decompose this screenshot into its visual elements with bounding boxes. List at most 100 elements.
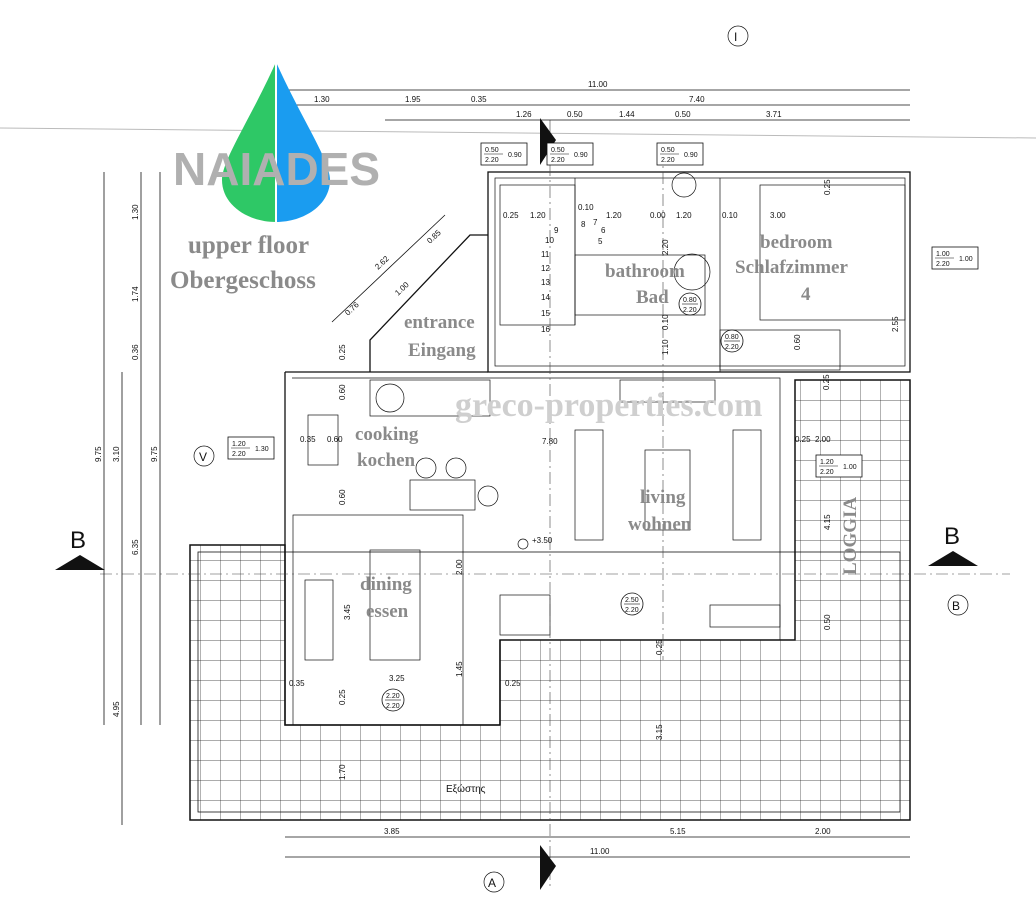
dim-label: 2.00 [815,435,831,444]
window-width: 1.20 [820,459,834,466]
dim-label: 11.00 [590,847,610,856]
window-width: 0.50 [551,147,565,154]
stair-step-number: 8 [581,220,586,229]
dim-label: 0.60 [327,435,343,444]
dim-label: 5.15 [670,827,686,836]
dim-label: 0.00 [650,211,666,220]
dim-label: 1.70 [338,764,347,780]
dim-label: 2.20 [661,239,670,255]
dim-label: 3.00 [770,211,786,220]
room-balcony: Εξώστης [446,783,486,795]
view-marker-right: B [952,599,960,613]
dim-label: 0.60 [338,489,347,505]
section-markers: B B A B Ι V [55,25,978,893]
dim-label: 2.55 [891,316,900,332]
window-tag: 0.502.200.90 [480,142,528,166]
dim-label: 0.10 [578,203,594,212]
dim-label: 9.75 [94,446,103,462]
stair-step-number: 11 [541,250,550,259]
left-dimensions: 9.75 3.10 6.35 9.75 4.95 1.30 1.74 0.36 [94,204,159,717]
dim-label: 0.35 [289,679,305,688]
dim-label: 1.44 [619,110,635,119]
dim-label: 0.25 [823,179,832,195]
dim-label: 0.36 [131,344,140,360]
dim-label: 3.10 [112,446,121,462]
level-marker-icon [517,538,529,550]
door-tag: 2.20 2.20 [381,688,405,712]
room-cooking: cooking [355,424,419,445]
window-height: 2.20 [936,261,950,268]
dim-label: 0.35 [471,95,487,104]
stair-step-number: 14 [541,293,550,302]
view-marker-top: Ι [734,30,737,44]
bottom-dimensions: 3.85 5.15 2.00 11.00 [384,827,831,856]
window-tag-box [227,436,275,460]
dim-label: 0.25 [505,679,521,688]
room-entrance: entrance [404,312,475,333]
room-living-de: wohnen [628,514,692,535]
section-marker-left: B [70,527,86,554]
room-bathroom: bathroom [605,261,685,282]
dim-label: 0.25 [822,374,831,390]
window-height: 2.20 [232,451,246,458]
window-tag-box [656,142,704,166]
window-width: 1.20 [232,441,246,448]
stair-step-number: 5 [598,237,603,246]
sheet-edge [0,127,1036,139]
dim-label: 0.50 [675,110,691,119]
dim-label: 3.25 [389,674,405,683]
dim-label: 0.25 [338,344,347,360]
window-tag-box [480,142,528,166]
dim-label: 1.74 [131,286,140,302]
door-height: 2.20 [725,344,739,351]
window-tag: 0.502.200.90 [656,142,704,166]
naiades-logo: NAIADES [173,60,380,222]
view-marker-left: V [199,450,207,464]
dim-label: 1.95 [405,95,421,104]
door-height: 2.20 [683,307,697,314]
door-width: 2.20 [386,693,400,700]
dim-label: 2.00 [455,559,464,575]
room-labels: bedroom Schlafzimmer 4 bathroom Bad entr… [355,232,861,795]
door-width: 0.80 [725,334,739,341]
dim-label: 7.40 [689,95,705,104]
stair-step-number: 9 [554,226,559,235]
dim-label: 7.80 [542,437,558,446]
door-width: 2.50 [625,597,639,604]
dim-label: 11.00 [588,80,608,89]
view-marker-bottom: A [488,876,496,890]
dim-label: 0.85 [425,228,443,246]
window-sill: 1.00 [843,464,857,471]
window-tag: 1.20 2.20 1.00 [815,454,863,478]
dim-label: 0.10 [661,314,670,330]
watermark: greco-properties.com [455,387,762,424]
stair-step-number: 6 [601,226,606,235]
dim-label: 1.20 [530,211,546,220]
room-bathroom-de: Bad [636,287,669,308]
window-height: 2.20 [551,157,565,164]
window-width: 0.50 [661,147,675,154]
top-dimensions: 11.00 1.30 1.95 0.35 7.40 1.26 0.50 1.44… [314,80,782,119]
window-tag-box [815,454,863,478]
window-height: 2.20 [820,469,834,476]
dim-label: 1.30 [131,204,140,220]
room-dining: dining [360,574,412,595]
window-tag: 1.202.201.30 [227,436,275,460]
stair-step-number: 15 [541,309,550,318]
dim-label: 3.85 [384,827,400,836]
dim-label: 1.26 [516,110,532,119]
dim-label: 0.10 [722,211,738,220]
dim-label: 4.15 [823,514,832,530]
stair-step-number: 13 [541,278,550,287]
dim-label: 0.50 [823,614,832,630]
dim-label: 0.60 [793,334,802,350]
section-marker-right: B [944,523,960,550]
dim-label: 6.35 [131,539,140,555]
door-height: 2.20 [386,703,400,710]
dim-label: 0.35 [300,435,316,444]
window-height: 2.20 [485,157,499,164]
dimension-lines [103,89,910,858]
window-tag-box [931,246,979,270]
